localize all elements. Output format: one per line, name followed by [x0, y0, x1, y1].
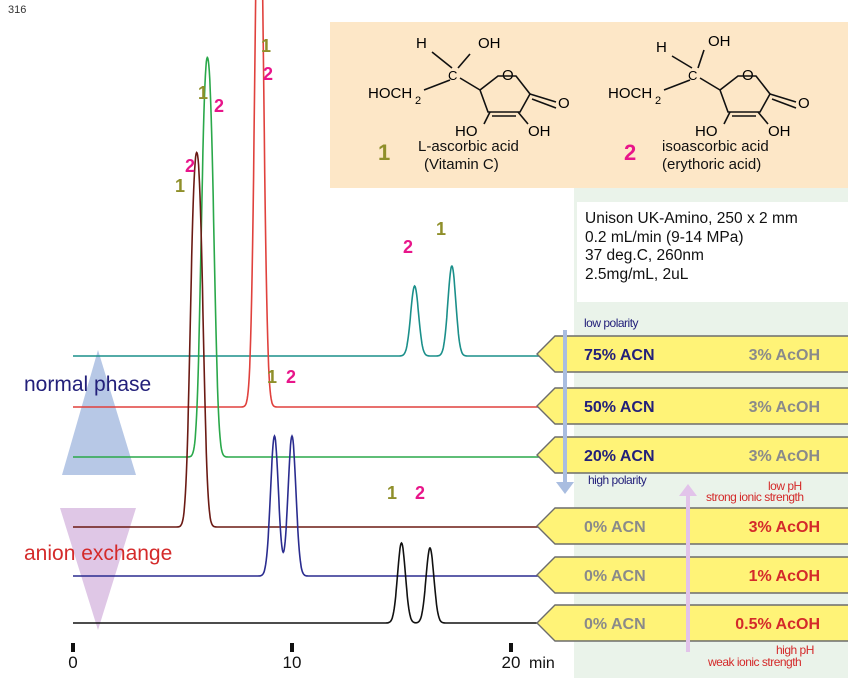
condition-flow: 0.2 mL/min (9-14 MPa) [585, 228, 744, 246]
page-number: 316 [8, 4, 27, 16]
acn-label: 0% ACN [584, 519, 646, 536]
struct-o2: O [558, 95, 570, 112]
chromatogram-series-6 [73, 541, 541, 624]
struct-o2: O [798, 95, 810, 112]
compound1-name: L-ascorbic acid [418, 138, 519, 155]
struct-oh: OH [708, 33, 731, 50]
x-axis: 0 10 20 min [68, 643, 555, 672]
x-tick-label: 0 [68, 653, 77, 672]
mobile-phase-bands: 75% ACN 3% AcOH 50% ACN 3% AcOH 20% ACN 3% Ac… [536, 335, 848, 642]
peak-label: 1 [198, 83, 208, 103]
peak-label: 2 [263, 64, 273, 84]
mobile-phase-band [536, 604, 848, 642]
struct-ho: HO [455, 123, 478, 140]
chromatogram-series-4 [73, 151, 541, 528]
x-tick-mark [71, 643, 75, 652]
isoascorbic-acid-structure: H OH HOCH 2 C O O HO OH [608, 33, 810, 140]
peak-label: 2 [415, 483, 425, 503]
acid-label: 3% AcOH [749, 448, 820, 465]
peak-label: 1 [436, 219, 446, 239]
condition-column: Unison UK-Amino, 250 x 2 mm [585, 210, 798, 227]
chromatogram-series-5 [73, 434, 541, 577]
acid-label: 3% AcOH [749, 399, 820, 416]
peak-label: 2 [403, 237, 413, 257]
ph-arrow-head [679, 484, 697, 496]
x-tick-mark [290, 643, 294, 652]
acid-label: 3% AcOH [749, 347, 820, 364]
struct-oh: OH [478, 35, 501, 52]
compound1-alias: (Vitamin C) [424, 156, 499, 173]
peak-label: 1 [267, 367, 277, 387]
polarity-arrow-head [556, 482, 574, 494]
x-tick-label: 10 [283, 653, 302, 672]
weak-ionic-label: weak ionic strength [708, 655, 802, 669]
high-polarity-label: high polarity [588, 473, 647, 487]
mobile-phase-band [536, 556, 848, 594]
chromatogram-series-3 [73, 55, 541, 458]
peak-label: 2 [286, 367, 296, 387]
low-ph-label: low pH [768, 479, 802, 493]
acid-label: 1% AcOH [749, 568, 820, 585]
low-polarity-label: low polarity [584, 316, 639, 330]
mobile-phase-band [536, 335, 848, 373]
condition-sample: 2.5mg/mL, 2uL [585, 265, 689, 283]
struct-oh2: OH [528, 123, 551, 140]
chromatogram-series-1 [73, 265, 541, 357]
struct-hoch2: HOCH [368, 85, 412, 102]
normal-phase-label: normal phase [24, 373, 152, 396]
peak-label: 1 [261, 36, 271, 56]
mode-arrows [60, 350, 136, 630]
x-tick-mark [509, 643, 513, 652]
peak-label: 1 [175, 176, 185, 196]
high-ph-label: high pH [776, 643, 814, 657]
mobile-phase-band [536, 436, 848, 474]
normal-phase-arrow [62, 350, 136, 475]
condition-temp: 37 deg.C, 260nm [585, 247, 704, 264]
struct-h: H [416, 35, 427, 52]
compound1-number: 1 [378, 140, 391, 165]
x-tick-label: 20 [502, 653, 521, 672]
peak-label: 1 [387, 483, 397, 503]
acn-label: 0% ACN [584, 616, 646, 633]
acn-label: 0% ACN [584, 568, 646, 585]
struct-h: H [656, 39, 667, 56]
peak-label: 2 [214, 96, 224, 116]
struct-oh2: OH [768, 123, 791, 140]
compound2-number: 2 [624, 140, 637, 165]
chromatogram-series-2 [73, 0, 541, 408]
struct-c: C [688, 68, 697, 83]
mobile-phase-band [536, 387, 848, 425]
compound2-name: isoascorbic acid [662, 138, 769, 155]
x-axis-label: min [529, 655, 555, 672]
acid-label: 3% AcOH [749, 519, 820, 536]
acn-label: 75% ACN [584, 347, 655, 364]
structure-bonds [423, 51, 557, 125]
struct-hoch2: HOCH [608, 85, 652, 102]
strong-ionic-label: strong ionic strength [706, 490, 804, 504]
structure-bonds [663, 49, 797, 125]
acn-label: 50% ACN [584, 399, 655, 416]
compound2-alias: (erythoric acid) [662, 156, 762, 173]
struct-ho: HO [695, 123, 718, 140]
struct-sub2: 2 [415, 95, 421, 107]
polarity-arrows [556, 330, 697, 652]
struct-c: C [448, 68, 457, 83]
acid-label: 0.5% AcOH [735, 616, 820, 633]
acn-label: 20% ACN [584, 448, 655, 465]
conditions-box: Unison UK-Amino, 250 x 2 mm 0.2 mL/min (… [577, 202, 848, 302]
anion-exchange-label: anion exchange [24, 542, 173, 565]
anion-exchange-arrow [60, 508, 136, 630]
structures-panel: H OH HOCH 2 C O O HO OH H OH HOCH 2 C O … [330, 22, 848, 188]
ascorbic-acid-structure: H OH HOCH 2 C O O HO OH [368, 35, 570, 140]
struct-sub2: 2 [655, 95, 661, 107]
mobile-phase-band [536, 507, 848, 545]
peak-label: 2 [185, 156, 195, 176]
